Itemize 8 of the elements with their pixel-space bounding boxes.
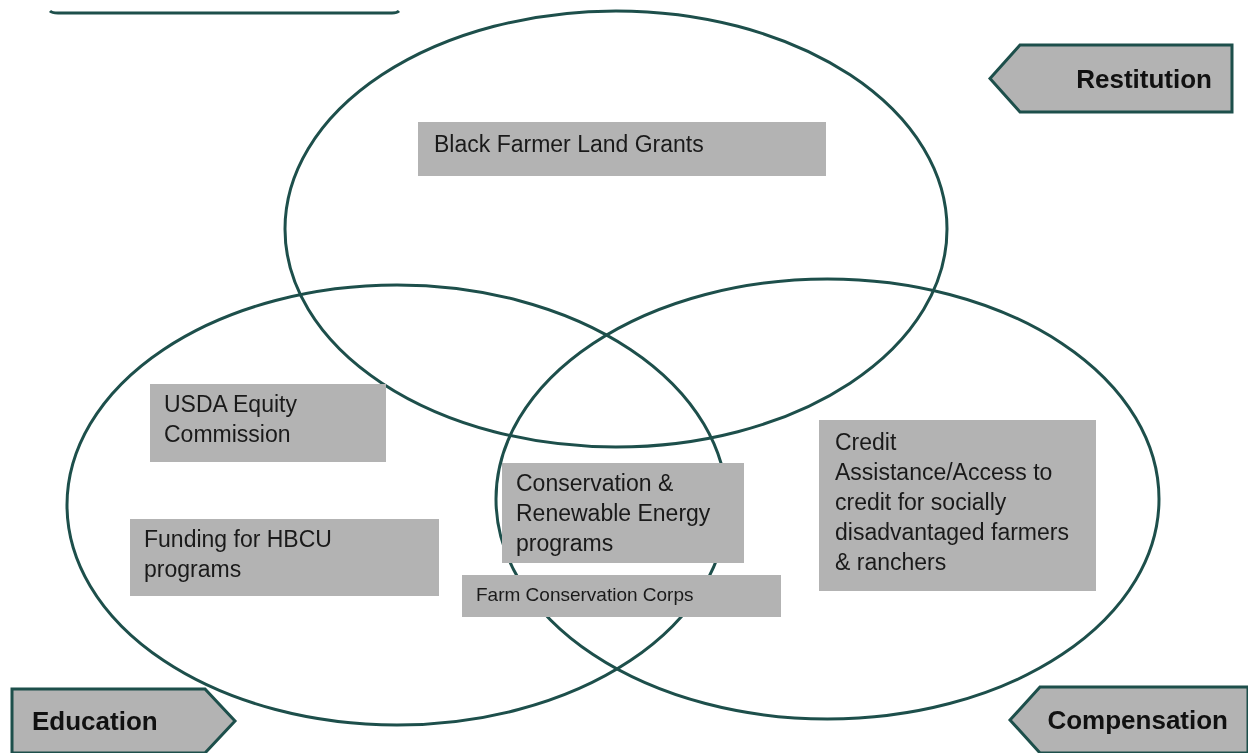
item-box: Black Farmer Land Grants xyxy=(418,122,826,176)
category-label: Restitution xyxy=(1076,63,1212,95)
category-label: Compensation xyxy=(1047,705,1228,736)
item-box: USDA Equity Commission xyxy=(150,384,386,462)
item-box: Credit Assistance/Access to credit for socially disadvantaged farmers & ranchers xyxy=(819,420,1096,591)
item-box: Farm Conservation Corps xyxy=(462,575,781,617)
item-box: Funding for HBCU programs xyxy=(130,519,439,596)
category-label: Education xyxy=(32,706,158,737)
